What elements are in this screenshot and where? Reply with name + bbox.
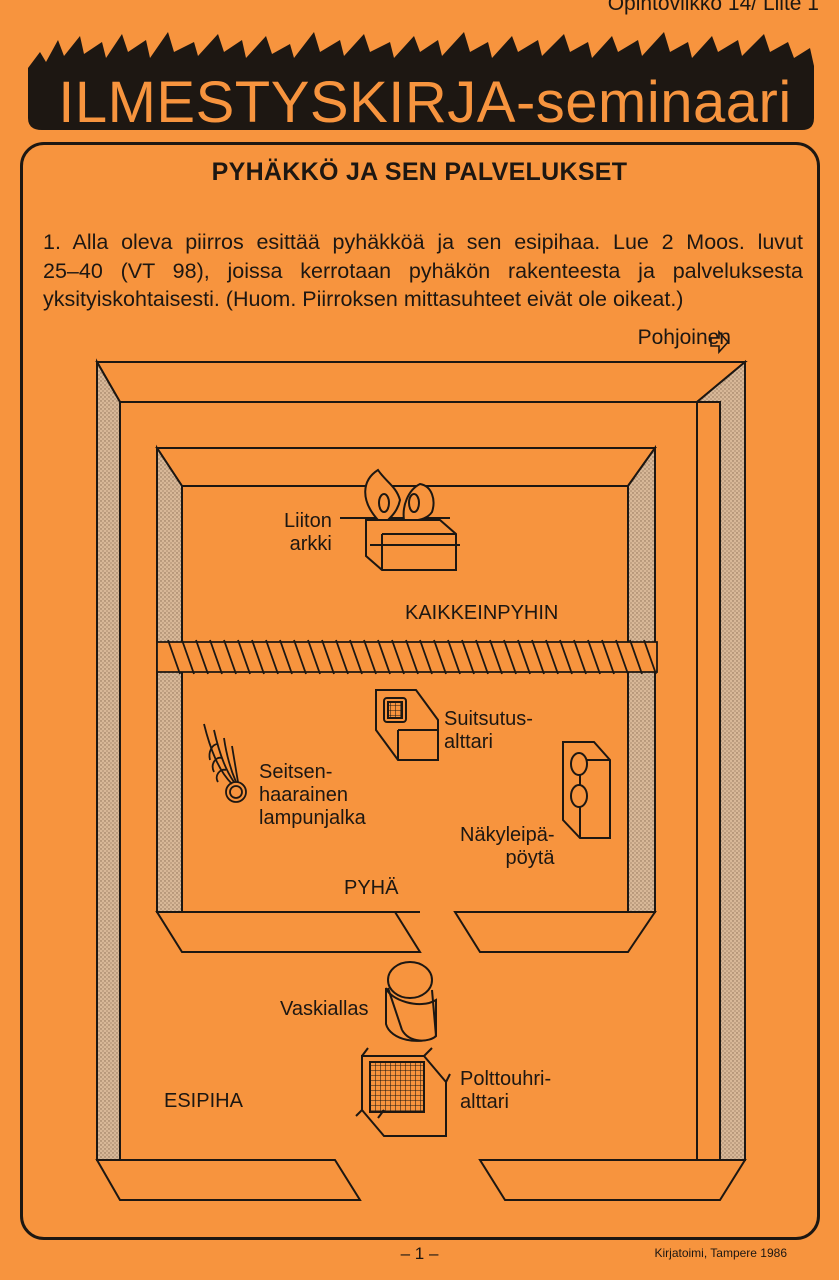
showbread-table-illustration [562,741,611,839]
veil-curtain [156,639,658,675]
laver-illustration [385,961,437,1042]
showbread-table-label: Näkyleipä- pöytä [460,824,555,869]
banner-flame-shape [28,32,814,130]
incense-altar-illustration [375,689,439,761]
burnt-offering-altar-illustration [355,1047,451,1137]
content-frame [20,142,820,1240]
compass-label: Pohjoinen [637,326,731,349]
lampstand-label: Seitsen- haarainen lampunjalka [259,761,366,829]
intro-line: 1. Alla oleva piirros esittää pyhäkköä j… [43,230,803,254]
intro-line: yksityiskohtaisesti. (Huom. Piirroksen m… [43,287,684,311]
ark-illustration [340,468,460,571]
laver-label: Vaskiallas [280,998,369,1020]
banner-title: ILMESTYSKIRJA-seminaari [58,70,792,135]
document-reference: Opintoviikko 14/ Liite 1 [607,0,819,15]
intro-line: 25–40 (VT 98), joissa kerrotaan pyhäkön … [43,258,803,283]
incense-altar-label: Suitsutus- alttari [444,708,533,753]
section-title: PYHÄKKÖ JA SEN PALVELUKSET [211,158,628,186]
holy-place-label: PYHÄ [344,877,399,899]
holy-of-holies-label: KAIKKEINPYHIN [405,602,559,624]
publisher-credit: Kirjatoimi, Tampere 1986 [654,1246,787,1260]
intro-paragraph: 1. Alla oleva piirros esittää pyhäkköä j… [43,228,803,314]
page-number: – 1 – [400,1244,439,1263]
lampstand-illustration [203,723,247,803]
burnt-offering-altar-label: Polttouhri- alttari [460,1068,552,1113]
north-arrow-icon [710,330,730,354]
seminar-banner: ILMESTYSKIRJA-seminaari [18,22,824,135]
courtyard-walls [95,358,748,1201]
courtyard-label: ESIPIHA [164,1090,243,1112]
tent-walls [155,444,657,953]
ark-label: Liiton arkki [284,510,332,555]
